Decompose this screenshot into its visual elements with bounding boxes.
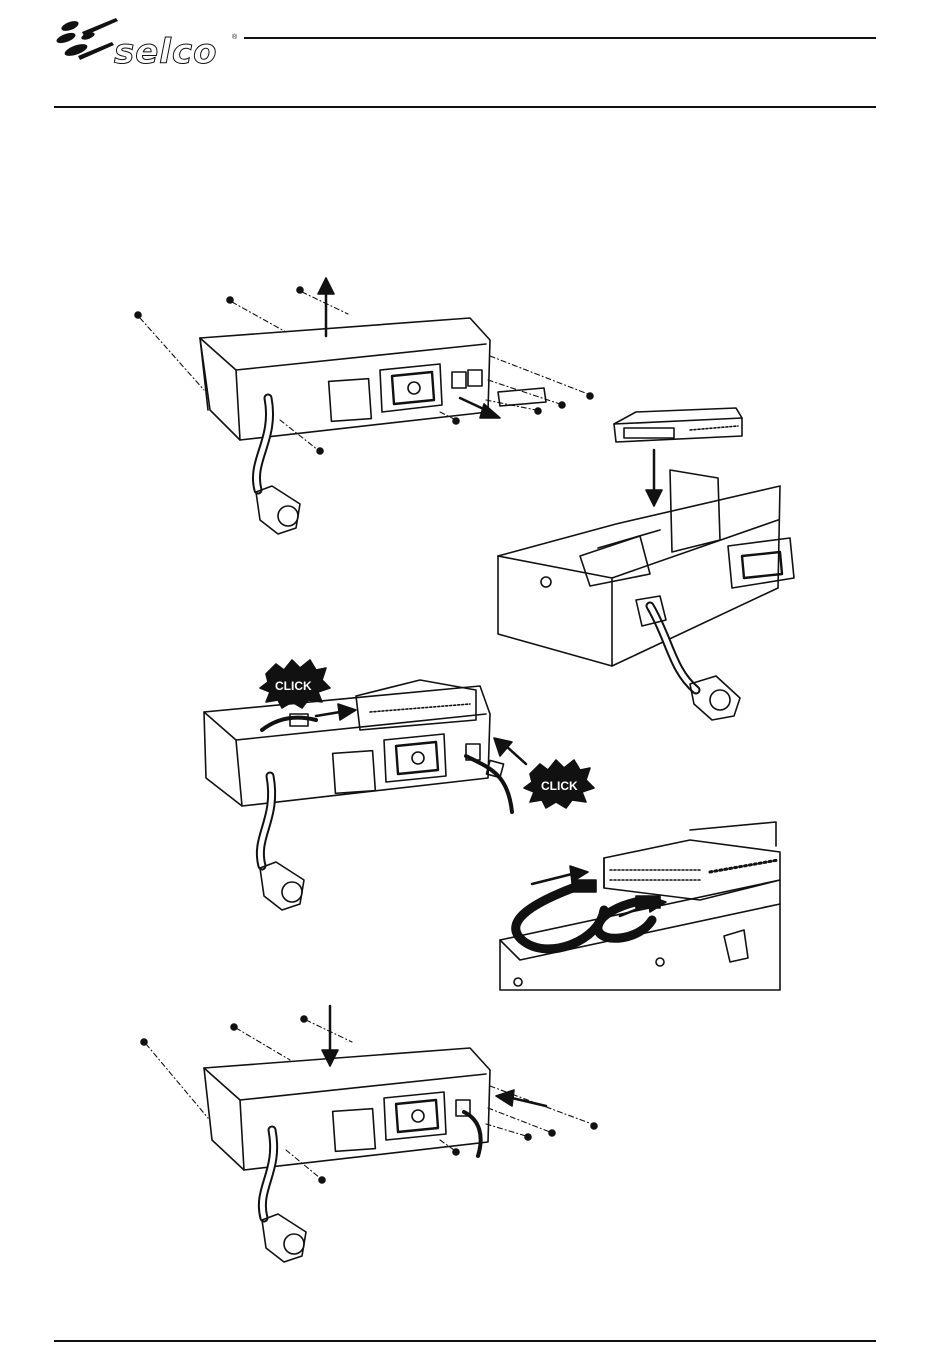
click-label-2: CLICK xyxy=(541,779,578,793)
step-connect-cables xyxy=(204,680,526,910)
click-label-1: CLICK xyxy=(275,679,312,693)
step-cable-detail xyxy=(500,822,780,990)
step-insert-module xyxy=(498,408,794,720)
step-refit-cover xyxy=(141,1006,597,1262)
step-remove-cover xyxy=(135,278,593,534)
